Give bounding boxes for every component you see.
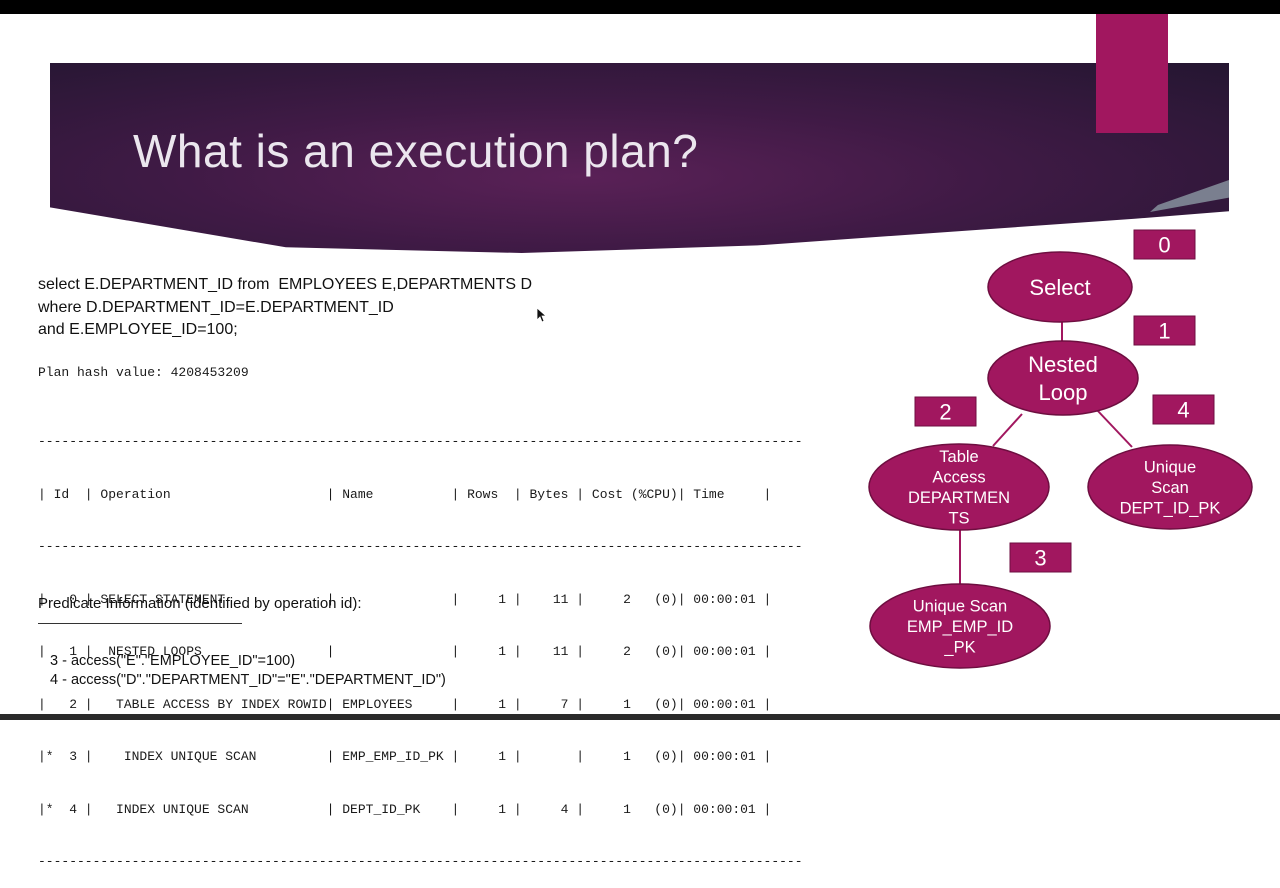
- top-black-bar: [0, 0, 1280, 14]
- table-row: | 0 | SELECT STATEMENT | | 1 | 11 | 2 (0…: [38, 591, 772, 607]
- step-number-box: [1152, 394, 1215, 425]
- accent-block: [1096, 14, 1168, 133]
- tree-node-label: TS: [948, 510, 969, 528]
- predicate-list: 3 - access("E"."EMPLOYEE_ID"=100) 4 - ac…: [50, 652, 446, 690]
- tree-connector: [1096, 409, 1133, 448]
- tree-node-label: Select: [1029, 275, 1090, 300]
- table-row: | 2 | TABLE ACCESS BY INDEX ROWID| EMPLO…: [38, 696, 772, 712]
- tree-node: [987, 251, 1133, 323]
- step-number: 4: [1177, 398, 1189, 423]
- title-banner: [50, 63, 1229, 253]
- predicate-title: Predicate Information (identified by ope…: [38, 595, 362, 612]
- table-separator: ----------------------------------------…: [38, 539, 803, 554]
- table-row: | 1 | NESTED LOOPS | | 1 | 11 | 2 (0)| 0…: [38, 644, 772, 659]
- tree-node-label: Unique Scan: [913, 597, 1007, 615]
- sql-line: where D.DEPARTMENT_ID=E.DEPARTMENT_ID: [38, 298, 394, 316]
- plan-hash-value: Plan hash value: 4208453209: [38, 365, 249, 380]
- table-separator: ----------------------------------------…: [38, 434, 803, 449]
- step-number-box: [1133, 315, 1196, 346]
- mouse-pointer-icon: [536, 307, 546, 323]
- tree-node-label: Scan: [1151, 479, 1189, 497]
- step-number-box: [914, 396, 977, 427]
- tree-node: [869, 583, 1051, 669]
- bottom-dark-bar: [0, 714, 1280, 720]
- table-separator: ----------------------------------------…: [38, 854, 803, 869]
- table-row: |* 4 | INDEX UNIQUE SCAN | DEPT_ID_PK | …: [38, 801, 772, 817]
- tree-node-label: EMP_EMP_ID: [907, 618, 1013, 636]
- tree-node-label: Nested: [1028, 352, 1098, 377]
- step-number: 3: [1034, 546, 1046, 571]
- tree-node-label: Unique: [1144, 458, 1196, 476]
- tree-node-label: DEPT_ID_PK: [1120, 499, 1221, 517]
- step-number-box: [1133, 229, 1196, 260]
- tree-node: [987, 340, 1139, 416]
- table-row: |* 3 | INDEX UNIQUE SCAN | EMP_EMP_ID_PK…: [38, 749, 772, 764]
- step-number: 0: [1158, 233, 1170, 258]
- step-number: 2: [939, 400, 951, 425]
- sql-query: select E.DEPARTMENT_ID from EMPLOYEES E,…: [38, 274, 532, 342]
- predicate-item: 4 - access("D"."DEPARTMENT_ID"="E"."DEPA…: [50, 672, 446, 688]
- sql-line: select E.DEPARTMENT_ID from EMPLOYEES E,…: [38, 276, 533, 293]
- predicate-item: 3 - access("E"."EMPLOYEE_ID"=100): [50, 653, 296, 669]
- predicate-underline: [38, 623, 242, 624]
- tree-connector: [992, 413, 1023, 447]
- table-header: | Id | Operation | Name | Rows | Bytes |…: [38, 486, 772, 502]
- tree-node: [1087, 444, 1253, 530]
- slide-title: What is an execution plan?: [133, 125, 699, 177]
- tree-node-label: DEPARTMEN: [908, 489, 1010, 507]
- step-number-box: [1009, 542, 1072, 573]
- tree-node: [868, 443, 1050, 531]
- tree-node-label: Table: [939, 448, 978, 466]
- sql-line: and E.EMPLOYEE_ID=100;: [38, 321, 238, 338]
- tree-node-label: Loop: [1039, 380, 1088, 405]
- step-number: 1: [1158, 319, 1170, 344]
- tree-node-label: _PK: [943, 638, 975, 656]
- tree-node-label: Access: [932, 469, 985, 487]
